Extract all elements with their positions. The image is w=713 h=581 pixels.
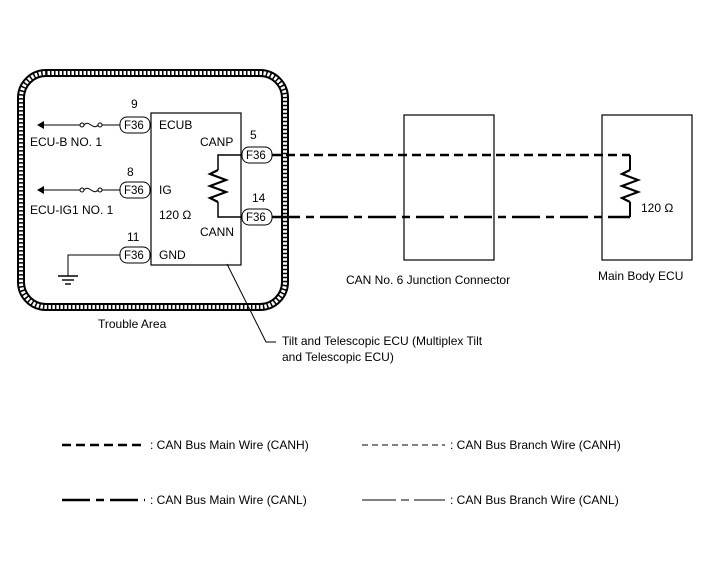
- trouble-area-border: [17, 69, 289, 311]
- ground-pin: 11: [127, 230, 140, 244]
- ecu-b-feed: [37, 121, 120, 129]
- main-body-ecu-resistance: 120 Ω: [641, 201, 673, 215]
- junction-connector-label: CAN No. 6 Junction Connector: [346, 273, 510, 287]
- ecu-b-connector: [119, 116, 151, 134]
- ground-symbol: [58, 254, 120, 285]
- canp-connector-code: F36: [246, 150, 266, 162]
- canp-pin: 5: [250, 128, 257, 142]
- legend-branch-canl-label: : CAN Bus Branch Wire (CANL): [450, 493, 619, 507]
- ecu-b-pin: 9: [131, 97, 138, 111]
- legend-branch-canh-label: : CAN Bus Branch Wire (CANH): [450, 438, 621, 452]
- tilt-ecu-resistor: [206, 154, 242, 218]
- ecu-ig1-feed: [37, 186, 120, 194]
- ground-connector-code: F36: [124, 250, 144, 262]
- cann-pin: 14: [252, 191, 266, 205]
- ground-terminal: GND: [159, 248, 186, 262]
- ecu-b-connector-code: F36: [124, 120, 144, 132]
- ground-connector: [119, 246, 151, 264]
- main-body-ecu-resistor: [618, 155, 642, 217]
- main-body-ecu-box: [601, 114, 693, 261]
- tilt-ecu-callout-line2: and Telescopic ECU): [282, 350, 394, 364]
- cann-terminal: CANN: [200, 225, 234, 239]
- tilt-ecu-callout-leader: [226, 263, 276, 343]
- trouble-area-label: Trouble Area: [98, 317, 167, 331]
- junction-connector-box: [403, 114, 495, 261]
- cann-connector-code: F36: [246, 212, 266, 224]
- legend-main-canh-label: : CAN Bus Main Wire (CANH): [150, 438, 309, 452]
- canp-terminal: CANP: [200, 135, 233, 149]
- ecu-ig1-pin: 8: [127, 165, 134, 179]
- tilt-ecu-resistance: 120 Ω: [159, 208, 191, 222]
- ecu-ig1-connector-code: F36: [124, 185, 144, 197]
- tilt-telescopic-ecu-box: [150, 112, 242, 266]
- tilt-ecu-callout-line1: Tilt and Telescopic ECU (Multiplex Tilt: [282, 334, 483, 348]
- ecu-b-terminal: ECUB: [159, 118, 192, 132]
- ecu-ig1-connector: [119, 181, 151, 199]
- main-body-ecu-label: Main Body ECU: [598, 269, 683, 283]
- ecu-ig1-label: ECU-IG1 NO. 1: [30, 203, 114, 217]
- legend-main-canl-label: : CAN Bus Main Wire (CANL): [150, 493, 307, 507]
- ecu-ig1-terminal: IG: [159, 183, 172, 197]
- ecu-b-label: ECU-B NO. 1: [30, 135, 102, 149]
